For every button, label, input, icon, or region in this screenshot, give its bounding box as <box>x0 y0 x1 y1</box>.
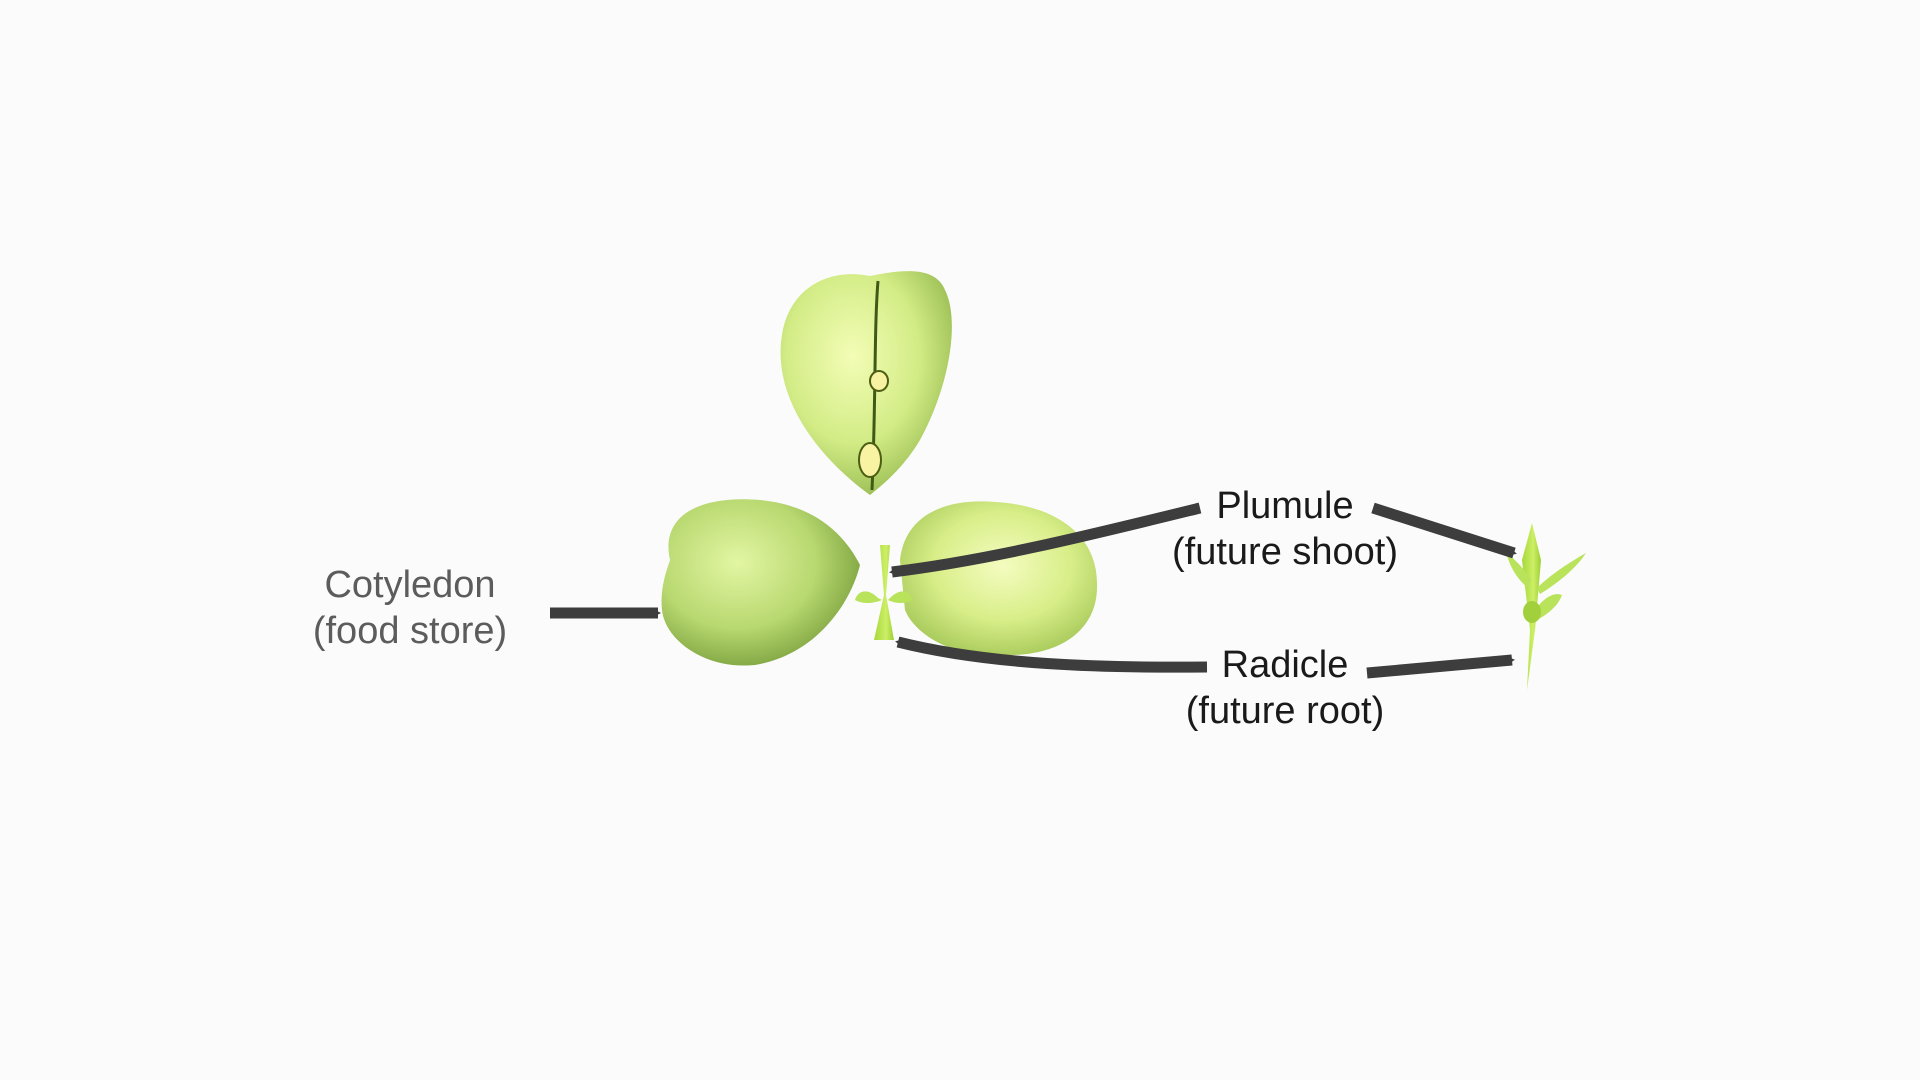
plumule-arrow-to-seed-embryo <box>889 502 1202 578</box>
cotyledon-note: (food store) <box>312 610 508 653</box>
separated-embryo <box>1506 523 1586 690</box>
seed-hilum-upper <box>869 370 889 392</box>
plumule-name: Plumule <box>1216 485 1354 527</box>
plumule-label: Plumule (future shoot) <box>1140 483 1430 576</box>
cotyledon-name: Cotyledon <box>324 564 496 606</box>
right-cotyledon <box>900 501 1098 656</box>
plumule-arrow-to-separated-embryo <box>1371 502 1517 559</box>
radicle-name: Radicle <box>1221 644 1349 686</box>
radicle-note: (future root) <box>1185 690 1385 733</box>
seed-hilum-lower <box>858 442 882 478</box>
embryo <box>855 545 912 640</box>
whole-seed <box>780 271 952 495</box>
radicle-arrow-to-separated-embryo <box>1366 654 1515 679</box>
radicle-label: Radicle (future root) <box>1150 642 1420 735</box>
cotyledon-label: Cotyledon (food store) <box>290 562 530 655</box>
left-cotyledon <box>661 499 860 666</box>
radicle-arrow-to-seed-embryo <box>895 636 1208 673</box>
plumule-note: (future shoot) <box>1172 531 1398 574</box>
